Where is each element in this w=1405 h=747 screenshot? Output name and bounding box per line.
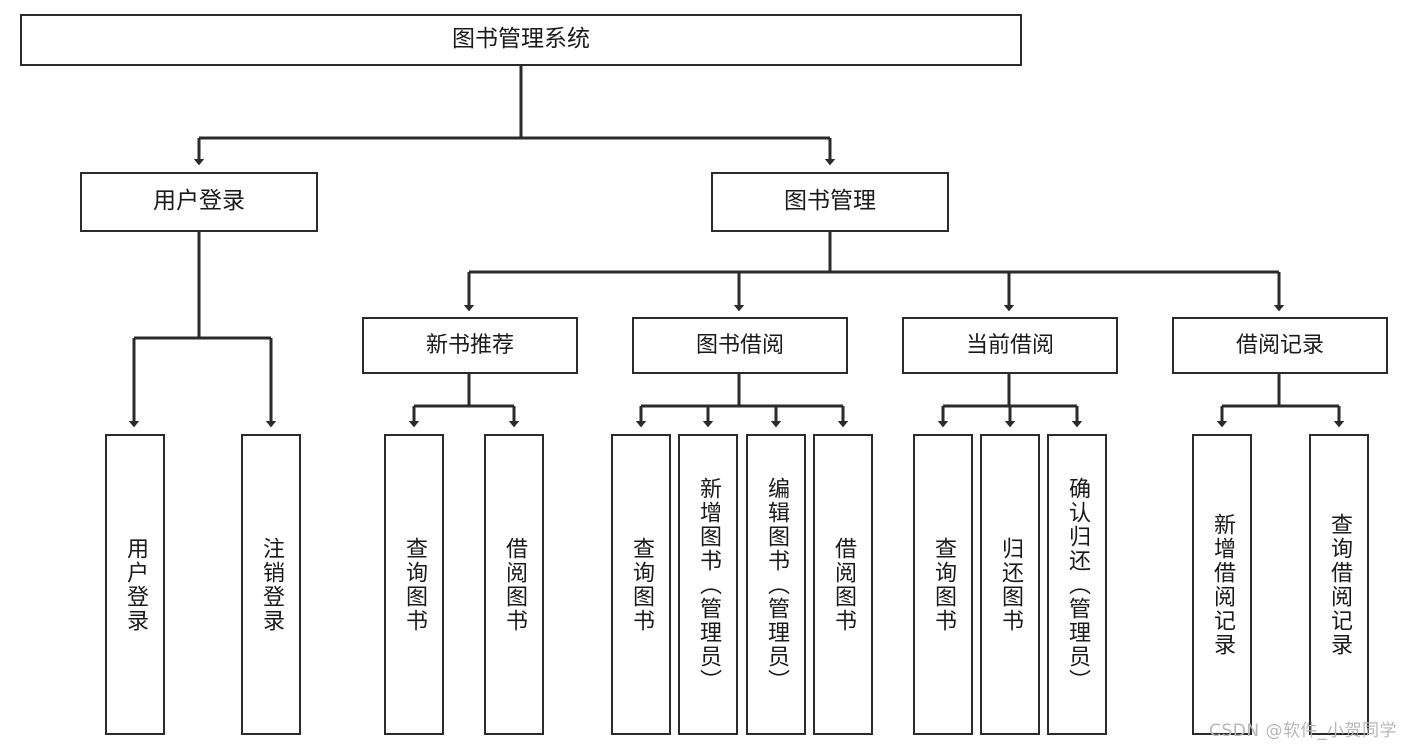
leaf-current-borrow-query-book[interactable]: 查询图书 <box>913 434 973 735</box>
node-current-borrow[interactable]: 当前借阅 <box>902 317 1118 374</box>
leaf-user-login-signin-label: 用户登录 <box>123 536 148 633</box>
leaf-current-borrow-query-book-label: 查询图书 <box>931 536 956 633</box>
node-book-borrow[interactable]: 图书借阅 <box>632 317 848 374</box>
node-user-login-label: 用户登录 <box>153 188 245 215</box>
leaf-current-borrow-confirm-return-admin-label: 确认归还（管理员） <box>1065 476 1090 693</box>
leaf-book-borrow-add-book-admin[interactable]: 新增图书（管理员） <box>678 434 738 735</box>
leaf-user-login-signout[interactable]: 注销登录 <box>241 434 301 735</box>
leaf-borrow-record-add-record-label: 新增借阅记录 <box>1210 512 1235 657</box>
leaf-current-borrow-confirm-return-admin[interactable]: 确认归还（管理员） <box>1047 434 1107 735</box>
node-new-book-recommend-label: 新书推荐 <box>425 332 514 358</box>
leaf-new-book-query-book[interactable]: 查询图书 <box>384 434 444 735</box>
node-user-login[interactable]: 用户登录 <box>80 172 318 232</box>
node-borrow-record-label: 借阅记录 <box>1235 332 1324 358</box>
node-root-system-label: 图书管理系统 <box>452 26 590 53</box>
leaf-user-login-signin[interactable]: 用户登录 <box>105 434 165 735</box>
node-book-management-label: 图书管理 <box>784 188 876 215</box>
leaf-book-borrow-edit-book-admin-label: 编辑图书（管理员） <box>764 476 789 693</box>
node-root-system[interactable]: 图书管理系统 <box>20 14 1022 66</box>
node-book-borrow-label: 图书借阅 <box>695 332 784 358</box>
leaf-new-book-borrow-book[interactable]: 借阅图书 <box>484 434 544 735</box>
leaf-borrow-record-add-record[interactable]: 新增借阅记录 <box>1192 434 1252 735</box>
leaf-book-borrow-borrow-book[interactable]: 借阅图书 <box>813 434 873 735</box>
node-current-borrow-label: 当前借阅 <box>965 332 1054 358</box>
leaf-book-borrow-add-book-admin-label: 新增图书（管理员） <box>696 476 721 693</box>
leaf-user-login-signout-label: 注销登录 <box>259 536 284 633</box>
leaf-book-borrow-query-book[interactable]: 查询图书 <box>611 434 671 735</box>
leaf-borrow-record-query-record-label: 查询借阅记录 <box>1327 512 1352 657</box>
node-new-book-recommend[interactable]: 新书推荐 <box>362 317 578 374</box>
leaf-current-borrow-return-book[interactable]: 归还图书 <box>980 434 1040 735</box>
node-borrow-record[interactable]: 借阅记录 <box>1172 317 1388 374</box>
leaf-current-borrow-return-book-label: 归还图书 <box>998 536 1023 633</box>
leaf-new-book-borrow-book-label: 借阅图书 <box>502 536 527 633</box>
csdn-watermark: CSDN @软件_小贺同学 <box>1209 721 1397 741</box>
leaf-book-borrow-edit-book-admin[interactable]: 编辑图书（管理员） <box>746 434 806 735</box>
leaf-new-book-query-book-label: 查询图书 <box>402 536 427 633</box>
leaf-borrow-record-query-record[interactable]: 查询借阅记录 <box>1309 434 1369 735</box>
leaf-book-borrow-query-book-label: 查询图书 <box>629 536 654 633</box>
node-book-management[interactable]: 图书管理 <box>711 172 949 232</box>
leaf-book-borrow-borrow-book-label: 借阅图书 <box>831 536 856 633</box>
